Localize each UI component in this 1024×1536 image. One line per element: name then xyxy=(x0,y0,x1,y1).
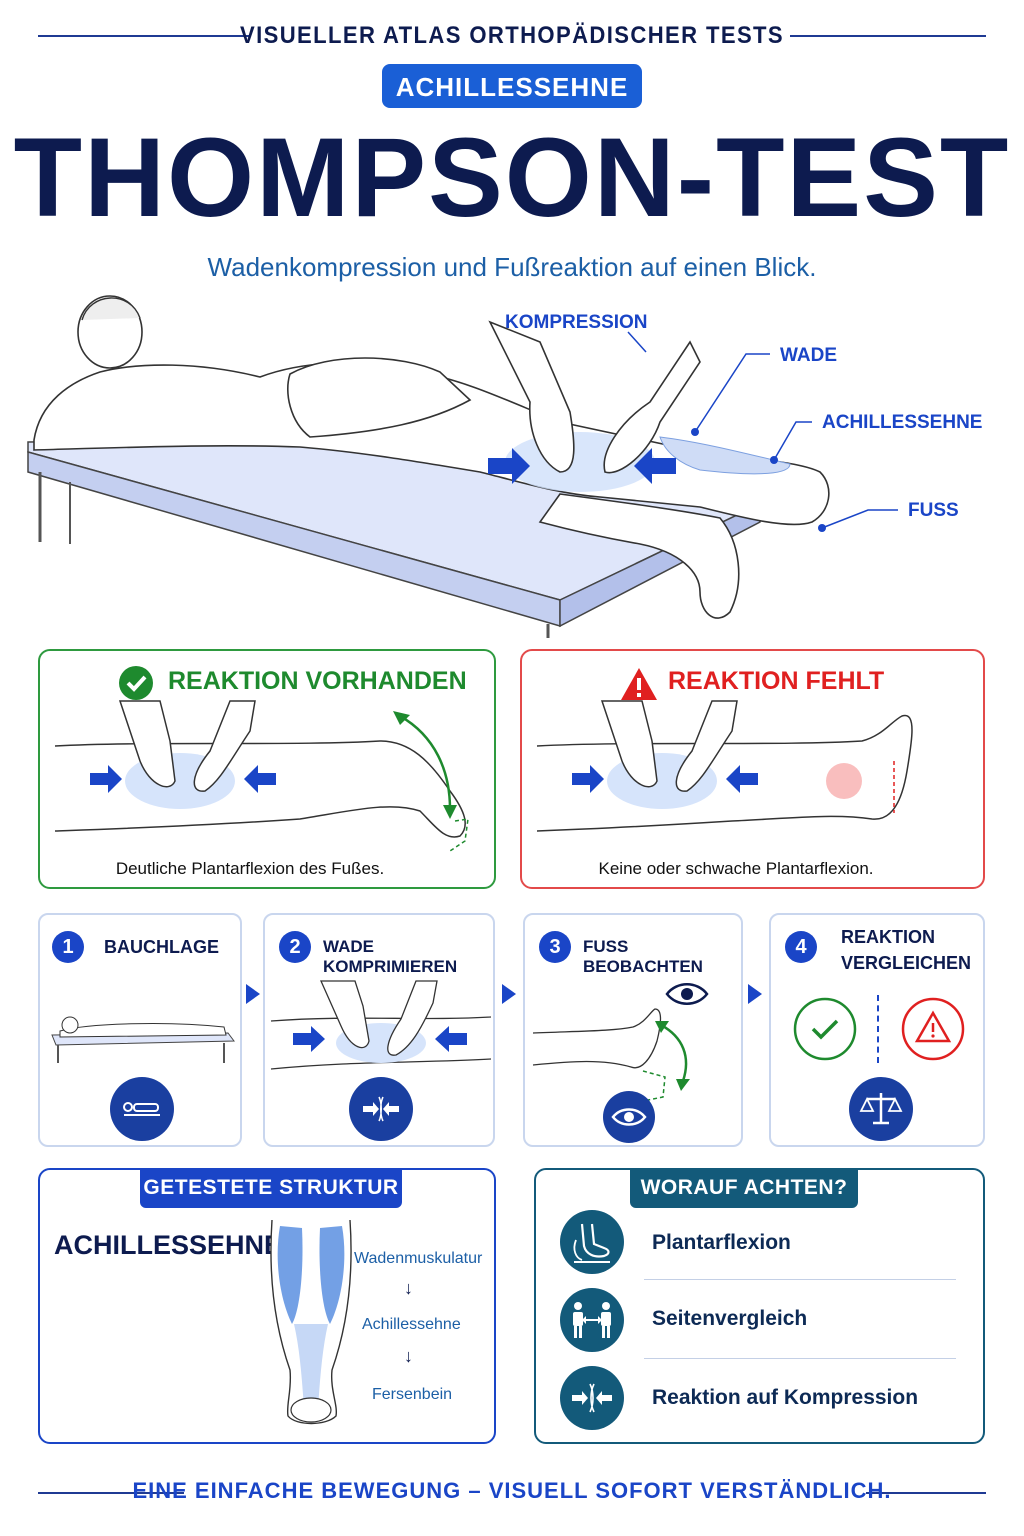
footer-rule-right xyxy=(866,1492,986,1494)
step-2-illustration xyxy=(270,980,492,1070)
patient-shorts xyxy=(287,357,472,438)
compression-icon xyxy=(349,1077,413,1141)
result-negative-caption: Keine oder schwache Plantarflexion. xyxy=(598,859,874,878)
examiner-hand-right xyxy=(603,340,701,474)
step-number-4: 4 xyxy=(785,931,817,963)
examiner-hand-left xyxy=(488,320,575,473)
eye-icon xyxy=(665,983,709,1005)
step-card-1: 1 BAUCHLAGE xyxy=(38,913,242,1147)
tendon-highlight xyxy=(659,436,791,475)
watch-item-1: Plantarflexion xyxy=(652,1231,791,1254)
structure-chain-1: Wadenmuskulatur xyxy=(354,1250,483,1267)
result-negative-title: REAKTION FEHLT xyxy=(668,667,885,695)
scale-icon xyxy=(849,1077,913,1141)
result-positive-caption: Deutliche Plantarflexion des Fußes. xyxy=(115,859,385,878)
eye-circle-icon xyxy=(603,1091,655,1143)
calf-anatomy-illustration xyxy=(270,1219,352,1425)
structure-arrow-1: ↓ xyxy=(404,1278,413,1298)
compare-warning-icon xyxy=(901,997,965,1061)
structure-tab: GETESTETE STRUKTUR xyxy=(140,1168,402,1208)
label-foot: FUSS xyxy=(908,500,959,521)
step-number-3: 3 xyxy=(539,931,571,963)
header-rule-right xyxy=(790,35,986,37)
compress-arrow-right xyxy=(634,448,676,484)
result-positive-card: REAKTION VORHANDEN Deutliche Plantarflex… xyxy=(38,649,496,889)
warning-triangle-icon xyxy=(621,668,657,700)
step-arrow-2 xyxy=(502,984,516,1004)
step-card-4: 4 REAKTION VERGLEICHEN xyxy=(769,913,985,1147)
step-3-illustration xyxy=(532,1008,690,1102)
label-calf: WADE xyxy=(780,345,837,366)
step-card-3: 3 FUSS BEOBACHTEN xyxy=(523,913,743,1147)
atlas-label: VISUELLER ATLAS ORTHOPÄDISCHER TESTS xyxy=(239,22,785,49)
check-circle-icon xyxy=(119,666,153,700)
structure-panel xyxy=(38,1168,496,1444)
compare-check-icon xyxy=(793,997,857,1061)
structure-name: ACHILLESSEHNE xyxy=(54,1230,283,1260)
category-pill: ACHILLESSEHNE xyxy=(382,64,642,108)
header-rule-left xyxy=(38,35,250,37)
negative-leg-illustration xyxy=(536,700,913,832)
result-positive-title: REAKTION VORHANDEN xyxy=(168,667,467,695)
watch-divider-1 xyxy=(644,1279,956,1280)
side-compare-icon xyxy=(560,1288,624,1352)
hero-illustration xyxy=(27,295,898,638)
foot-flexion-icon xyxy=(560,1210,624,1274)
step-label-2: WADE KOMPRIMIEREN xyxy=(323,937,458,976)
structure-arrow-2: ↓ xyxy=(404,1346,413,1366)
step-label-1: BAUCHLAGE xyxy=(104,937,219,957)
structure-chain-2: Achillessehne xyxy=(362,1316,461,1333)
structure-chain-3: Fersenbein xyxy=(372,1386,453,1403)
positive-leg-illustration xyxy=(54,700,469,852)
step-number-1: 1 xyxy=(52,931,84,963)
footer-rule-left xyxy=(38,1492,184,1494)
label-tendon: ACHILLESSEHNE xyxy=(822,412,983,433)
compare-divider xyxy=(877,995,879,1063)
footer-tagline: EINE EINFACHE BEWEGUNG – VISUELL SOFORT … xyxy=(132,1478,892,1503)
page-title: THOMPSON-TEST xyxy=(13,115,1011,240)
page-subtitle: Wadenkompression und Fußreaktion auf ein… xyxy=(207,252,817,282)
watch-item-3: Reaktion auf Kompression xyxy=(652,1386,919,1409)
watch-tab: WORAUF ACHTEN? xyxy=(630,1168,858,1208)
step-arrow-3 xyxy=(748,984,762,1004)
step-number-2: 2 xyxy=(279,931,311,963)
watch-divider-2 xyxy=(644,1358,956,1359)
watch-item-2: Seitenvergleich xyxy=(652,1307,808,1330)
compression-reaction-icon xyxy=(560,1366,624,1430)
step-1-illustration xyxy=(51,1016,235,1063)
step-arrow-1 xyxy=(246,984,260,1004)
step-label-4-line2: VERGLEICHEN xyxy=(841,953,972,973)
step-card-2: 2 WADE KOMPRIMIEREN xyxy=(263,913,495,1147)
result-negative-card: REAKTION FEHLT Keine oder schwache Plant… xyxy=(520,649,985,889)
lying-person-icon xyxy=(110,1077,174,1141)
step-label-4-line1: REAKTION xyxy=(841,927,935,947)
compress-arrow-left xyxy=(488,448,530,484)
step-label-3: FUSS BEOBACHTEN xyxy=(583,937,703,976)
label-compression: KOMPRESSION xyxy=(505,312,648,333)
